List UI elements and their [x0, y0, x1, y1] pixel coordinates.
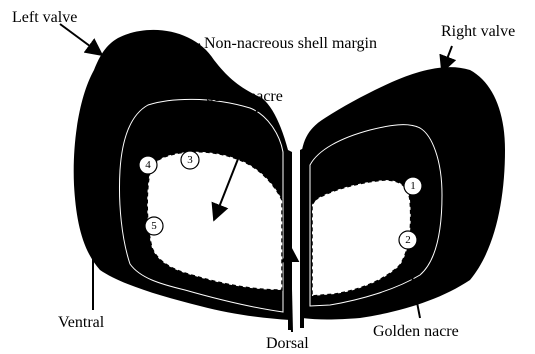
svg-text:4: 4 — [145, 159, 151, 171]
sample-point-2: 2 — [399, 231, 417, 249]
label-non-nacreous-margin: Non-nacreous shell margin — [204, 35, 377, 52]
svg-text:1: 1 — [410, 180, 416, 192]
label-silver-nacre: Silver nacre — [206, 88, 283, 105]
label-left-valve: Left valve — [12, 9, 77, 26]
label-ventral: Ventral — [58, 314, 105, 331]
svg-text:3: 3 — [187, 154, 193, 166]
label-golden-nacre: Golden nacre — [373, 323, 459, 340]
sample-point-1: 1 — [404, 177, 422, 195]
svg-text:2: 2 — [405, 234, 411, 246]
arrow-left-valve — [60, 24, 102, 55]
sample-point-3: 3 — [181, 151, 199, 169]
sample-point-5: 5 — [145, 217, 163, 235]
label-dorsal: Dorsal — [266, 335, 309, 352]
label-right-valve: Right valve — [441, 23, 515, 40]
sample-point-4: 4 — [139, 156, 157, 174]
hinge-right-edge — [300, 148, 304, 328]
svg-text:5: 5 — [151, 220, 157, 232]
